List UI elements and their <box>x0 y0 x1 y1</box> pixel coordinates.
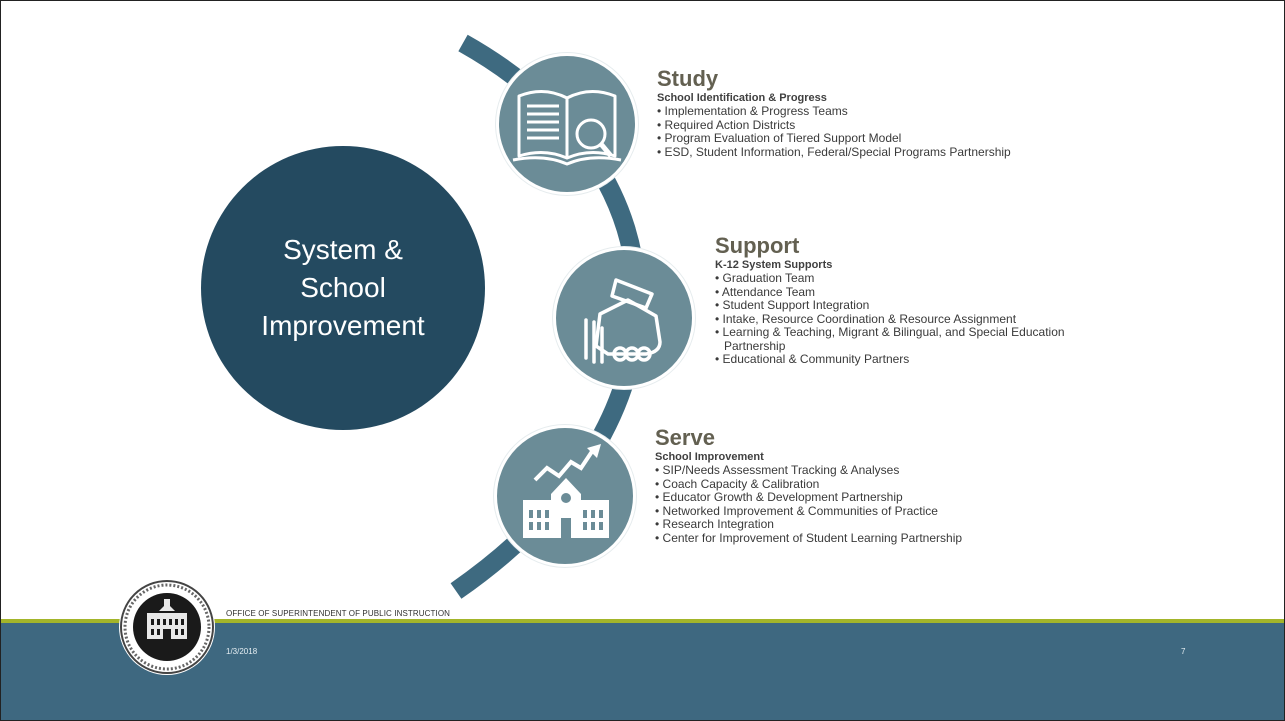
seal-building-icon <box>120 580 214 674</box>
main-title-line-2: School <box>300 272 386 303</box>
support-bullet-list: Graduation Team Attendance Team Student … <box>715 271 1095 367</box>
support-subtitle: K-12 System Supports <box>715 259 833 271</box>
list-item: Program Evaluation of Tiered Support Mod… <box>657 131 1217 146</box>
list-item: Implementation & Progress Teams <box>657 104 1217 119</box>
serve-title: Serve <box>655 425 715 450</box>
study-title: Study <box>657 66 719 91</box>
serve-circle <box>494 425 636 567</box>
support-circle <box>553 247 695 389</box>
list-item: ESD, Student Information, Federal/Specia… <box>657 145 1217 160</box>
footer-date: 1/3/2018 <box>226 647 258 656</box>
list-item: Learning & Teaching, Migrant & Bilingual… <box>715 325 1095 353</box>
list-item: Student Support Integration <box>715 298 1095 313</box>
footer-accent-line <box>1 619 1284 623</box>
list-item: Graduation Team <box>715 271 1095 286</box>
list-item: Required Action Districts <box>657 118 1217 133</box>
footer-bar <box>1 623 1284 720</box>
study-circle <box>496 53 638 195</box>
serve-section: Serve School Improvement SIP/Needs Asses… <box>655 426 1155 545</box>
footer-org-name: OFFICE OF SUPERINTENDENT OF PUBLIC INSTR… <box>226 609 451 618</box>
page-number: 7 <box>1181 647 1186 656</box>
list-item: SIP/Needs Assessment Tracking & Analyses <box>655 463 1155 478</box>
list-item: Networked Improvement & Communities of P… <box>655 504 1155 519</box>
support-section: Support K-12 System Supports Graduation … <box>715 234 1095 367</box>
list-item: Educational & Community Partners <box>715 352 1095 367</box>
serve-subtitle: School Improvement <box>655 451 764 463</box>
list-item: Intake, Resource Coordination & Resource… <box>715 312 1095 327</box>
study-bullet-list: Implementation & Progress Teams Required… <box>657 104 1217 160</box>
school-growth-icon <box>523 444 609 538</box>
study-subtitle: School Identification & Progress <box>657 92 827 104</box>
list-item: Attendance Team <box>715 285 1095 300</box>
main-title-line-1: System & <box>283 234 403 265</box>
list-item: Educator Growth & Development Partnershi… <box>655 490 1155 505</box>
list-item: Coach Capacity & Calibration <box>655 477 1155 492</box>
list-item: Research Integration <box>655 517 1155 532</box>
main-title-circle: System & School Improvement <box>201 146 485 430</box>
main-title-line-3: Improvement <box>261 310 425 341</box>
osp-seal-logo <box>119 579 215 675</box>
book-magnifier-icon <box>512 90 622 166</box>
handshake-icon <box>584 278 662 364</box>
list-item: Center for Improvement of Student Learni… <box>655 531 1155 546</box>
support-title: Support <box>715 233 800 258</box>
study-section: Study School Identification & Progress I… <box>657 67 1217 159</box>
serve-bullet-list: SIP/Needs Assessment Tracking & Analyses… <box>655 463 1155 546</box>
